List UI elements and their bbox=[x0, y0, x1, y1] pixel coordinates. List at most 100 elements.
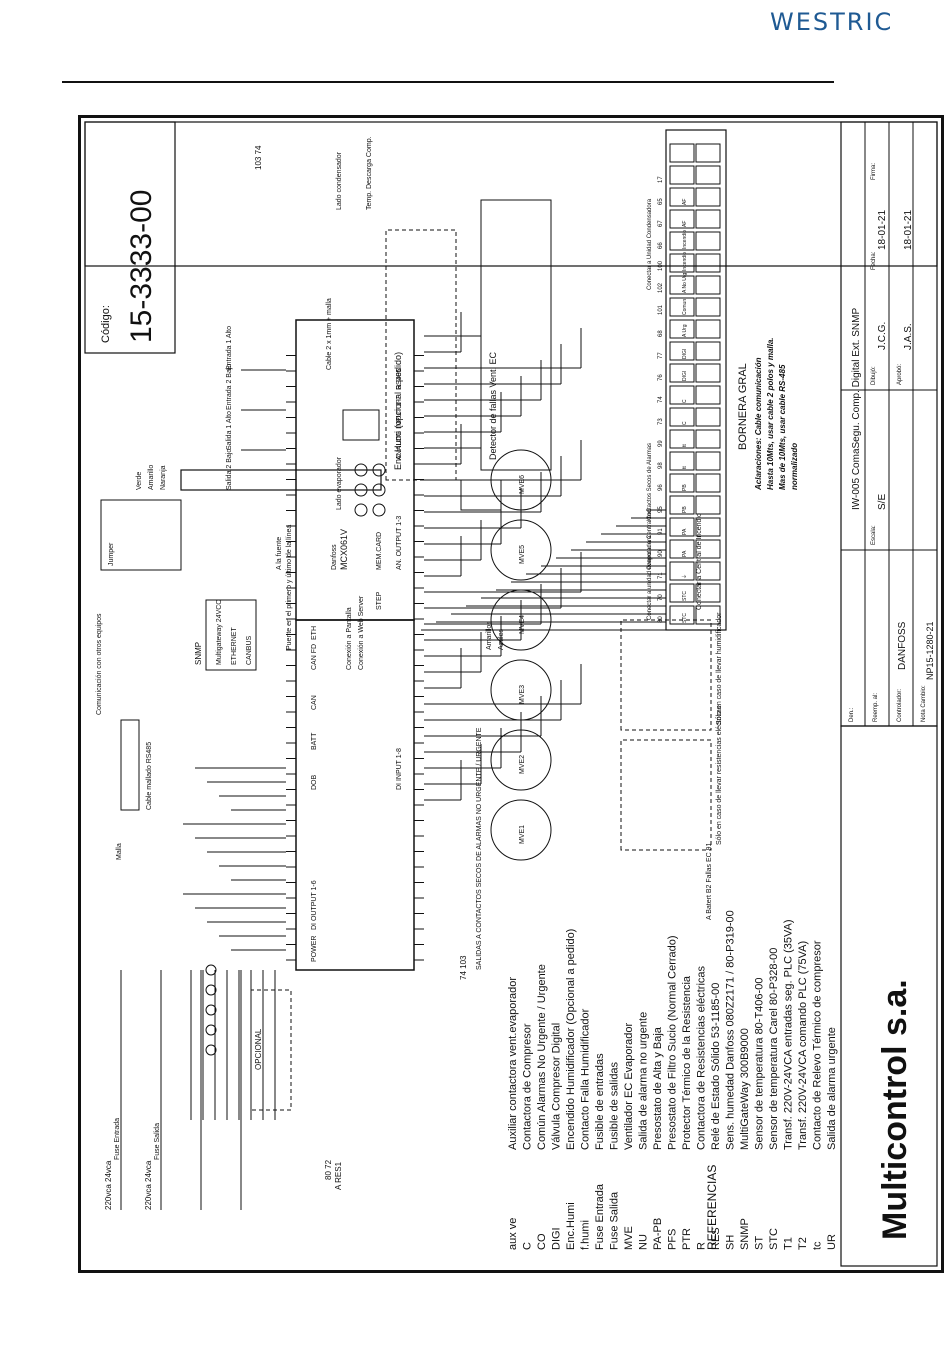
bornera-num: 102 bbox=[658, 282, 664, 293]
bornera-terminal bbox=[669, 341, 695, 361]
bornera-terminal bbox=[669, 319, 695, 339]
solo-res-box bbox=[620, 739, 712, 851]
den-label: Den.: bbox=[849, 707, 855, 722]
bornera-sym: Incendio bbox=[682, 252, 688, 271]
cond-cable bbox=[180, 469, 382, 491]
ref-code: Fuse Entrada bbox=[594, 1183, 606, 1250]
display bbox=[342, 409, 380, 441]
supply-t1: 220vca 24vca bbox=[104, 1160, 113, 1210]
bornera-sym: DIGI bbox=[682, 349, 688, 359]
bornera-terminal bbox=[669, 231, 695, 251]
ref-desc: Fusible de entradas bbox=[594, 1053, 606, 1150]
bornera-sym: C bbox=[682, 421, 688, 425]
ctrl-step: STEP bbox=[376, 591, 383, 610]
solo-caso-res: Sólo en caso de llevar resistencias eléc… bbox=[716, 705, 723, 845]
contact-ring bbox=[205, 1044, 217, 1056]
bornera-terminal bbox=[695, 385, 721, 405]
cable-malla: Cable 2 x 1mm + malla bbox=[326, 298, 333, 370]
a-la-fuente: A la fuente bbox=[276, 537, 283, 570]
bornera-terminal bbox=[669, 407, 695, 427]
code-label: Código: bbox=[100, 305, 112, 343]
bornera-terminal bbox=[669, 297, 695, 317]
drawn-by: J.C.G. bbox=[877, 322, 888, 350]
st-label: Entrada 1 Alto bbox=[226, 326, 233, 370]
ref-code: R bbox=[696, 1242, 708, 1250]
rs485-cable bbox=[120, 719, 140, 811]
controller-label: Controlador: bbox=[897, 689, 903, 722]
ref-code: PFS bbox=[667, 1229, 679, 1250]
bornera-sym: DIGI bbox=[682, 371, 688, 381]
bornera-sym: A No Urg bbox=[682, 272, 688, 293]
ref-code: MVE bbox=[623, 1226, 635, 1250]
bornera-num: 68 bbox=[658, 330, 664, 337]
knob bbox=[372, 503, 386, 517]
ctrl-canfd: CAN FD bbox=[311, 644, 318, 670]
bornera-num: 65 bbox=[658, 198, 664, 205]
ctrl-brand: Danfoss bbox=[331, 544, 338, 570]
ref-desc: Sensor de temperatura 80-T406-00 bbox=[754, 978, 766, 1150]
bornera-sym: AF bbox=[682, 221, 688, 227]
com-otros: Comunicación con otros equipos bbox=[96, 613, 103, 715]
detector-box bbox=[480, 199, 552, 471]
ctrl-eth: ETH bbox=[311, 626, 318, 640]
bornera-terminal bbox=[669, 209, 695, 229]
bornera-num: 67 bbox=[658, 220, 664, 227]
bornera-terminal bbox=[669, 385, 695, 405]
ref-desc: Contacto de Relevo Térmico de compresor bbox=[812, 940, 824, 1150]
st-label: Entrada 2 Bajo bbox=[226, 364, 233, 410]
enc-humi-box bbox=[385, 229, 457, 481]
ctrl-pantalla: Conexión a Pantalla bbox=[346, 607, 353, 670]
ctrl-web: Conexión a Web Server bbox=[358, 595, 365, 670]
bornera-terminal bbox=[669, 363, 695, 383]
fan-mve bbox=[490, 449, 552, 511]
conectar-evap: Conectar a unidad evaporadora bbox=[647, 535, 653, 620]
bornera-num: 100 bbox=[658, 260, 664, 271]
ref-code: T2 bbox=[797, 1237, 809, 1250]
naranja-label: Naranja bbox=[160, 465, 167, 490]
contact-ring bbox=[205, 1024, 217, 1036]
bornera-num: 73 bbox=[658, 418, 664, 425]
ref-code: Enc.Humi bbox=[565, 1202, 577, 1250]
date-label: Fecha: bbox=[871, 251, 877, 270]
detector-label: Detector de fallas Vent. EC bbox=[488, 351, 498, 460]
puente-label: Puente en el primero y último de la líne… bbox=[286, 525, 293, 650]
ref-code: aux ve bbox=[507, 1218, 519, 1250]
lado-evaporador: Lado evaporador bbox=[336, 456, 343, 510]
fuse-salida: Fuse Salida bbox=[154, 1123, 161, 1160]
aclaraciones: Aclaraciones: Cable comunicación bbox=[754, 357, 763, 491]
fan-mve bbox=[490, 659, 552, 721]
nota-value: NP15-1280-21 bbox=[925, 621, 935, 680]
bornera-terminal bbox=[695, 495, 721, 515]
bornera-num: 76 bbox=[658, 374, 664, 381]
nota-label: Nota Cambio: bbox=[921, 685, 927, 722]
bornera-sym: C bbox=[682, 399, 688, 403]
snmp-label: SNMP bbox=[194, 642, 203, 665]
normalizado: normalizado bbox=[790, 443, 799, 490]
solo-humi-box bbox=[620, 619, 712, 731]
bornera-terminal bbox=[695, 517, 721, 537]
salidas-contactos: SALIDAS A CONTACTOS SECOS DE ALARMAS NO … bbox=[476, 727, 483, 970]
bornera-terminal bbox=[669, 187, 695, 207]
hasta10: Hasta 10Mts, usar cable 2 polos y malla. bbox=[766, 337, 775, 490]
bornera-terminal bbox=[695, 341, 721, 361]
bornera-terminal bbox=[669, 517, 695, 537]
label-103-74: 103 74 bbox=[254, 145, 263, 170]
bornera-terminal bbox=[669, 165, 695, 185]
bornera-terminal bbox=[695, 473, 721, 493]
approved-label: Aprobó: bbox=[897, 364, 903, 385]
bornera-sym: STC bbox=[682, 591, 688, 601]
bornera-terminal bbox=[695, 209, 721, 229]
bornera-terminal bbox=[695, 187, 721, 207]
contact-ring bbox=[205, 1004, 217, 1016]
canbus-label: CANBUS bbox=[246, 635, 253, 665]
ref-code: SH bbox=[725, 1235, 737, 1250]
bornera-num: 74 bbox=[658, 396, 664, 403]
bornera-terminal bbox=[669, 561, 695, 581]
bornera-terminal bbox=[669, 583, 695, 603]
fan-mve bbox=[490, 519, 552, 581]
ref-code: SNMP bbox=[739, 1218, 751, 1250]
bornera-sym: PB bbox=[682, 484, 688, 491]
ref-code: T1 bbox=[783, 1237, 795, 1250]
bornera-terminal bbox=[669, 143, 695, 163]
